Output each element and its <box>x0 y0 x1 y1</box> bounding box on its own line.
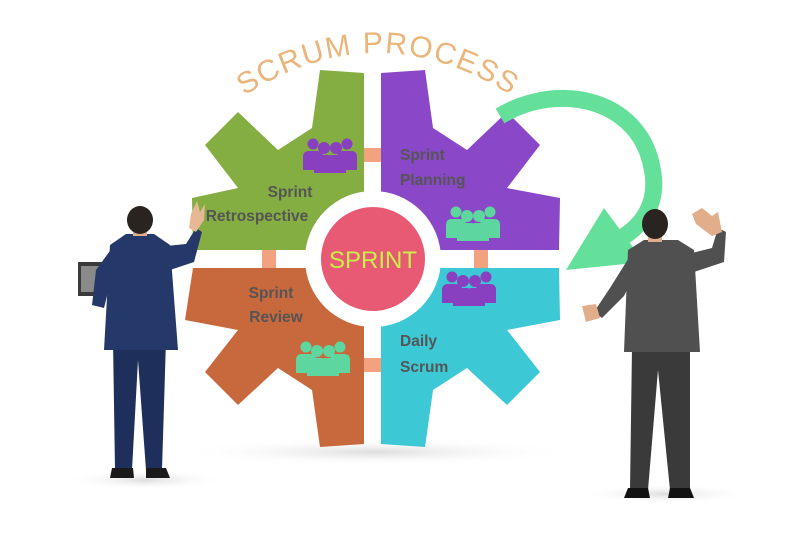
gear-segment-daily-scrum <box>381 268 560 447</box>
connector-top <box>364 148 381 162</box>
label-retrospective-line2: Retrospective <box>206 208 309 225</box>
label-planning-line2: Planning <box>400 172 465 189</box>
businessman-right <box>582 208 726 498</box>
floor-shadow-right <box>580 484 750 504</box>
label-daily-line2: Scrum <box>400 359 448 376</box>
sprint-center-circle <box>321 207 425 311</box>
label-planning-line1: Sprint <box>400 147 445 164</box>
sprint-center-label: SPRINT <box>329 247 417 274</box>
diagram-title: SCRUM PROCESS <box>231 27 525 102</box>
gear-segment-review <box>185 268 364 447</box>
connector-bottom <box>364 358 381 372</box>
floor-shadow-gear <box>175 438 575 466</box>
connector-right <box>474 250 488 268</box>
businessman-left <box>78 201 205 478</box>
cycle-arrow-icon <box>495 89 663 270</box>
label-review-line1: Sprint <box>249 285 294 302</box>
label-review-line2: Review <box>249 309 303 326</box>
label-retrospective-line1: Sprint <box>268 184 313 201</box>
gear-segment-planning <box>381 70 560 250</box>
connector-left <box>262 250 276 268</box>
gear-segment-retrospective <box>192 70 364 250</box>
floor-shadow-left <box>65 470 225 490</box>
label-daily-line1: Daily <box>400 333 437 350</box>
